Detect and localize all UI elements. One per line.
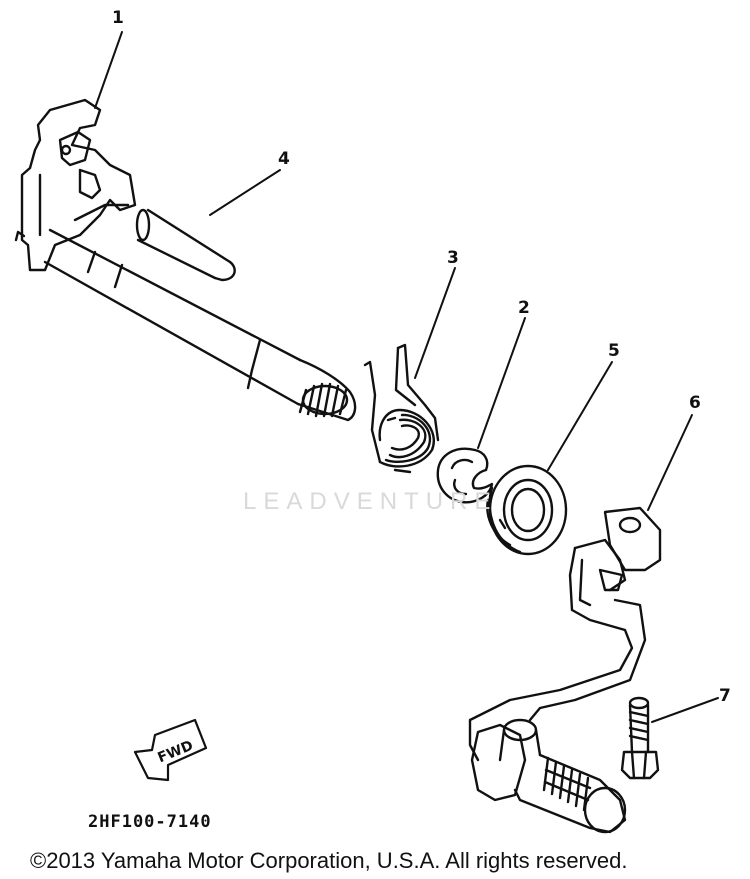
callout-3: 3	[447, 248, 459, 268]
pin-part	[135, 208, 236, 282]
shift-shaft-part	[14, 98, 357, 422]
watermark: LEADVENTURE	[243, 488, 498, 515]
diagram-code: 2HF100-7140	[88, 812, 212, 832]
shift-pedal-part	[468, 506, 662, 834]
fwd-arrow-icon: FWD	[133, 718, 208, 782]
callout-2: 2	[518, 298, 530, 318]
callout-1: 1	[112, 8, 124, 28]
leader-lines	[94, 31, 719, 723]
circlip-part	[436, 447, 494, 504]
torsion-spring-part	[363, 343, 440, 474]
callout-7: 7	[719, 686, 731, 706]
bolt-part	[620, 696, 660, 780]
callout-6: 6	[689, 393, 701, 413]
callout-4: 4	[278, 149, 290, 169]
callout-5: 5	[608, 341, 620, 361]
oil-seal-part	[486, 464, 568, 556]
copyright-notice: ©2013 Yamaha Motor Corporation, U.S.A. A…	[30, 848, 628, 873]
